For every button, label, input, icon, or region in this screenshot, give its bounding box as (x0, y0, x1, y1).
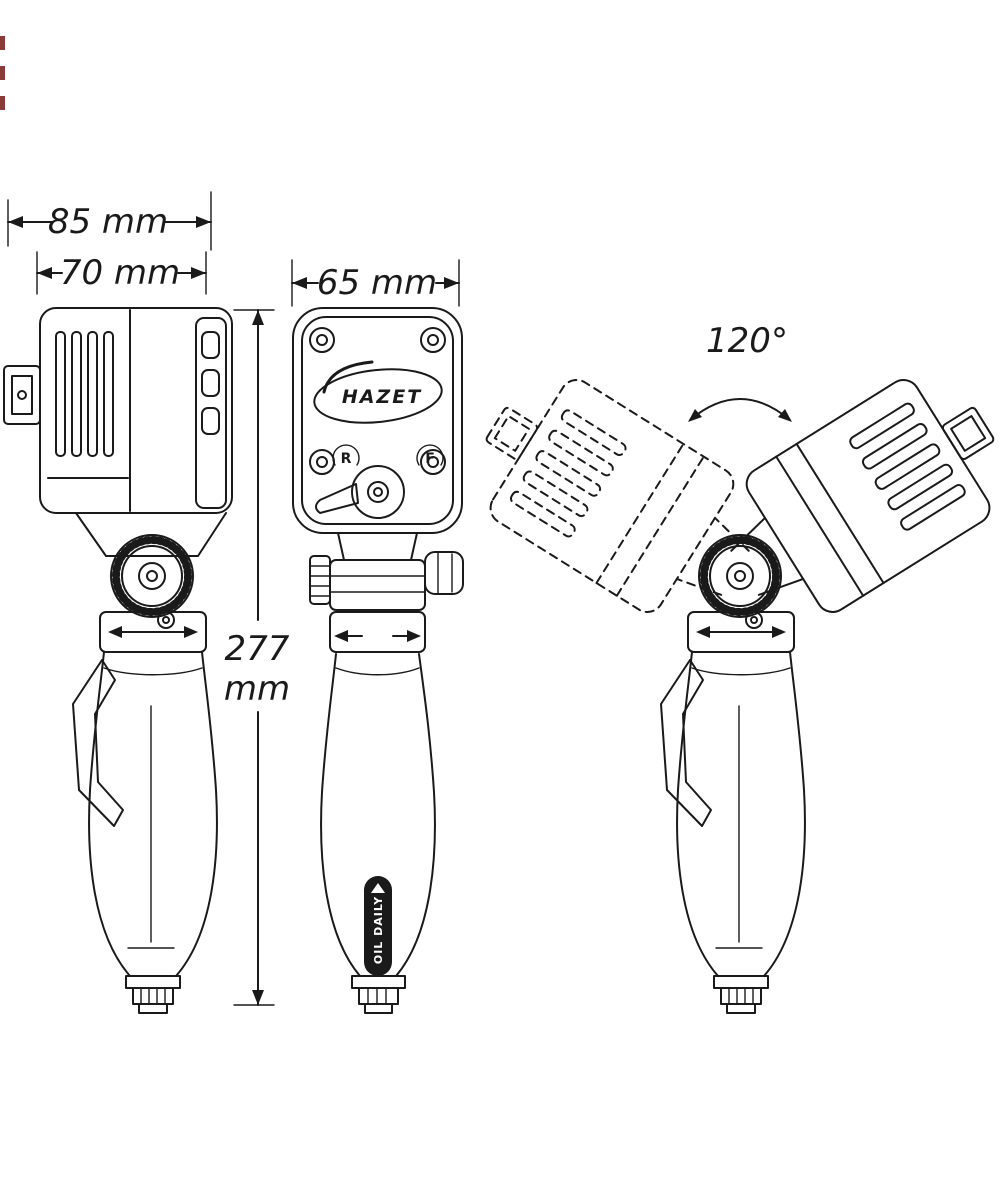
dimension-65-label: 65 mm (317, 263, 437, 303)
swivel-position-phantom (451, 352, 780, 644)
dimension-85: 85 mm (7, 191, 212, 251)
front-air-inlet-fitting (351, 975, 406, 1014)
side-fitting (424, 551, 464, 595)
edge-artifacts (0, 36, 5, 110)
dimension-277: 277 mm (224, 309, 290, 1006)
front-handle-grip: OIL DAILY (320, 653, 436, 977)
handle-collar (99, 611, 207, 653)
front-view-head: HAZET R F (292, 307, 463, 534)
dimension-277-unit: mm (224, 669, 290, 709)
swivel-position-solid (700, 352, 1000, 644)
reverse-marking: R (341, 451, 352, 467)
reverse-lever (315, 465, 405, 519)
side-view-head (3, 307, 233, 557)
dimension-277-value: 277 (225, 629, 290, 669)
side-view (3, 307, 233, 1014)
housing-bolt (309, 327, 446, 475)
handle-grip (88, 651, 218, 977)
swivel-joint (110, 534, 194, 629)
dimension-65: 65 mm (291, 259, 460, 307)
direction-markings: R F (332, 444, 444, 467)
dimension-85-label: 85 mm (48, 202, 168, 242)
swivel-range-view: 120° (451, 321, 1000, 1013)
front-view-neck (309, 532, 464, 653)
oil-daily-capsule: OIL DAILY (364, 876, 392, 976)
square-drive-anvil (3, 365, 41, 425)
swivel-joint-and-handle (72, 534, 218, 1014)
swivel-view-handle (661, 535, 805, 1013)
dimension-70: 70 mm (36, 251, 207, 295)
air-inlet-fitting (125, 975, 181, 1014)
forward-marking: F (425, 451, 435, 467)
swivel-angle-label: 120° (706, 321, 788, 361)
brand-logo: HAZET (313, 360, 443, 424)
dimension-70-label: 70 mm (60, 253, 180, 293)
side-knurl-wheel (309, 555, 331, 605)
front-view: HAZET R F (292, 307, 464, 1014)
angle-dimension: 120° (688, 321, 792, 422)
front-collar (329, 611, 426, 653)
belt-clip (72, 659, 124, 827)
brand-logo-text: HAZET (342, 386, 422, 408)
oil-daily-label: OIL DAILY (372, 896, 385, 964)
